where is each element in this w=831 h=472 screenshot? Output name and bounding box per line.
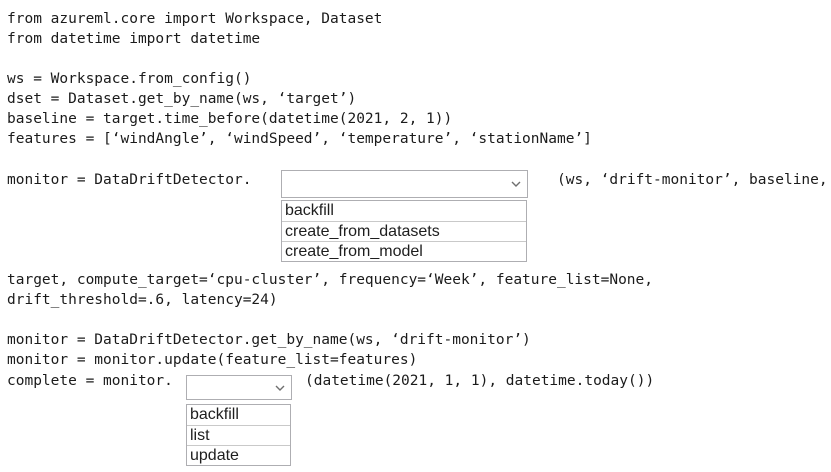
dropdown-option-create-from-model[interactable]: create_from_model [282,241,526,261]
code-line-features: features = [‘windAngle’, ‘windSpeed’, ‘t… [7,131,592,147]
dropdown-option-update[interactable]: update [187,445,290,465]
chevron-down-icon [275,385,285,391]
code-line-args-2: drift_threshold=.6, latency=24) [7,292,278,308]
code-line-monitor-suffix: (ws, ‘drift-monitor’, baseline, [557,172,828,188]
dropdown-option-create-from-datasets[interactable]: create_from_datasets [282,221,526,241]
dropdown-option-backfill[interactable]: backfill [285,202,334,219]
chevron-down-icon [511,181,521,187]
method-dropdown-datadrift[interactable] [281,170,528,198]
code-line-import-1: from azureml.core import Workspace, Data… [7,11,383,27]
code-line-complete-prefix: complete = monitor. [7,373,173,389]
code-line-baseline: baseline = target.time_before(datetime(2… [7,111,453,127]
code-line-dset: dset = Dataset.get_by_name(ws, ‘target’) [7,91,357,107]
code-line-ws: ws = Workspace.from_config() [7,71,252,87]
code-line-complete-suffix: (datetime(2021, 1, 1), datetime.today()) [305,373,655,389]
code-line-monitor-prefix: monitor = DataDriftDetector. [7,172,252,188]
dropdown-option-list-datadrift: backfill create_from_datasets create_fro… [281,200,527,262]
code-line-args-1: target, compute_target=‘cpu-cluster’, fr… [7,272,654,288]
code-line-import-2: from datetime import datetime [7,31,261,47]
dropdown-option-backfill[interactable]: backfill [190,406,239,423]
method-dropdown-monitor[interactable] [186,375,292,400]
dropdown-option-list-monitor: backfill list update [186,404,291,466]
code-line-update: monitor = monitor.update(feature_list=fe… [7,352,418,368]
dropdown-option-list[interactable]: list [187,425,290,445]
code-line-getbyname: monitor = DataDriftDetector.get_by_name(… [7,332,531,348]
